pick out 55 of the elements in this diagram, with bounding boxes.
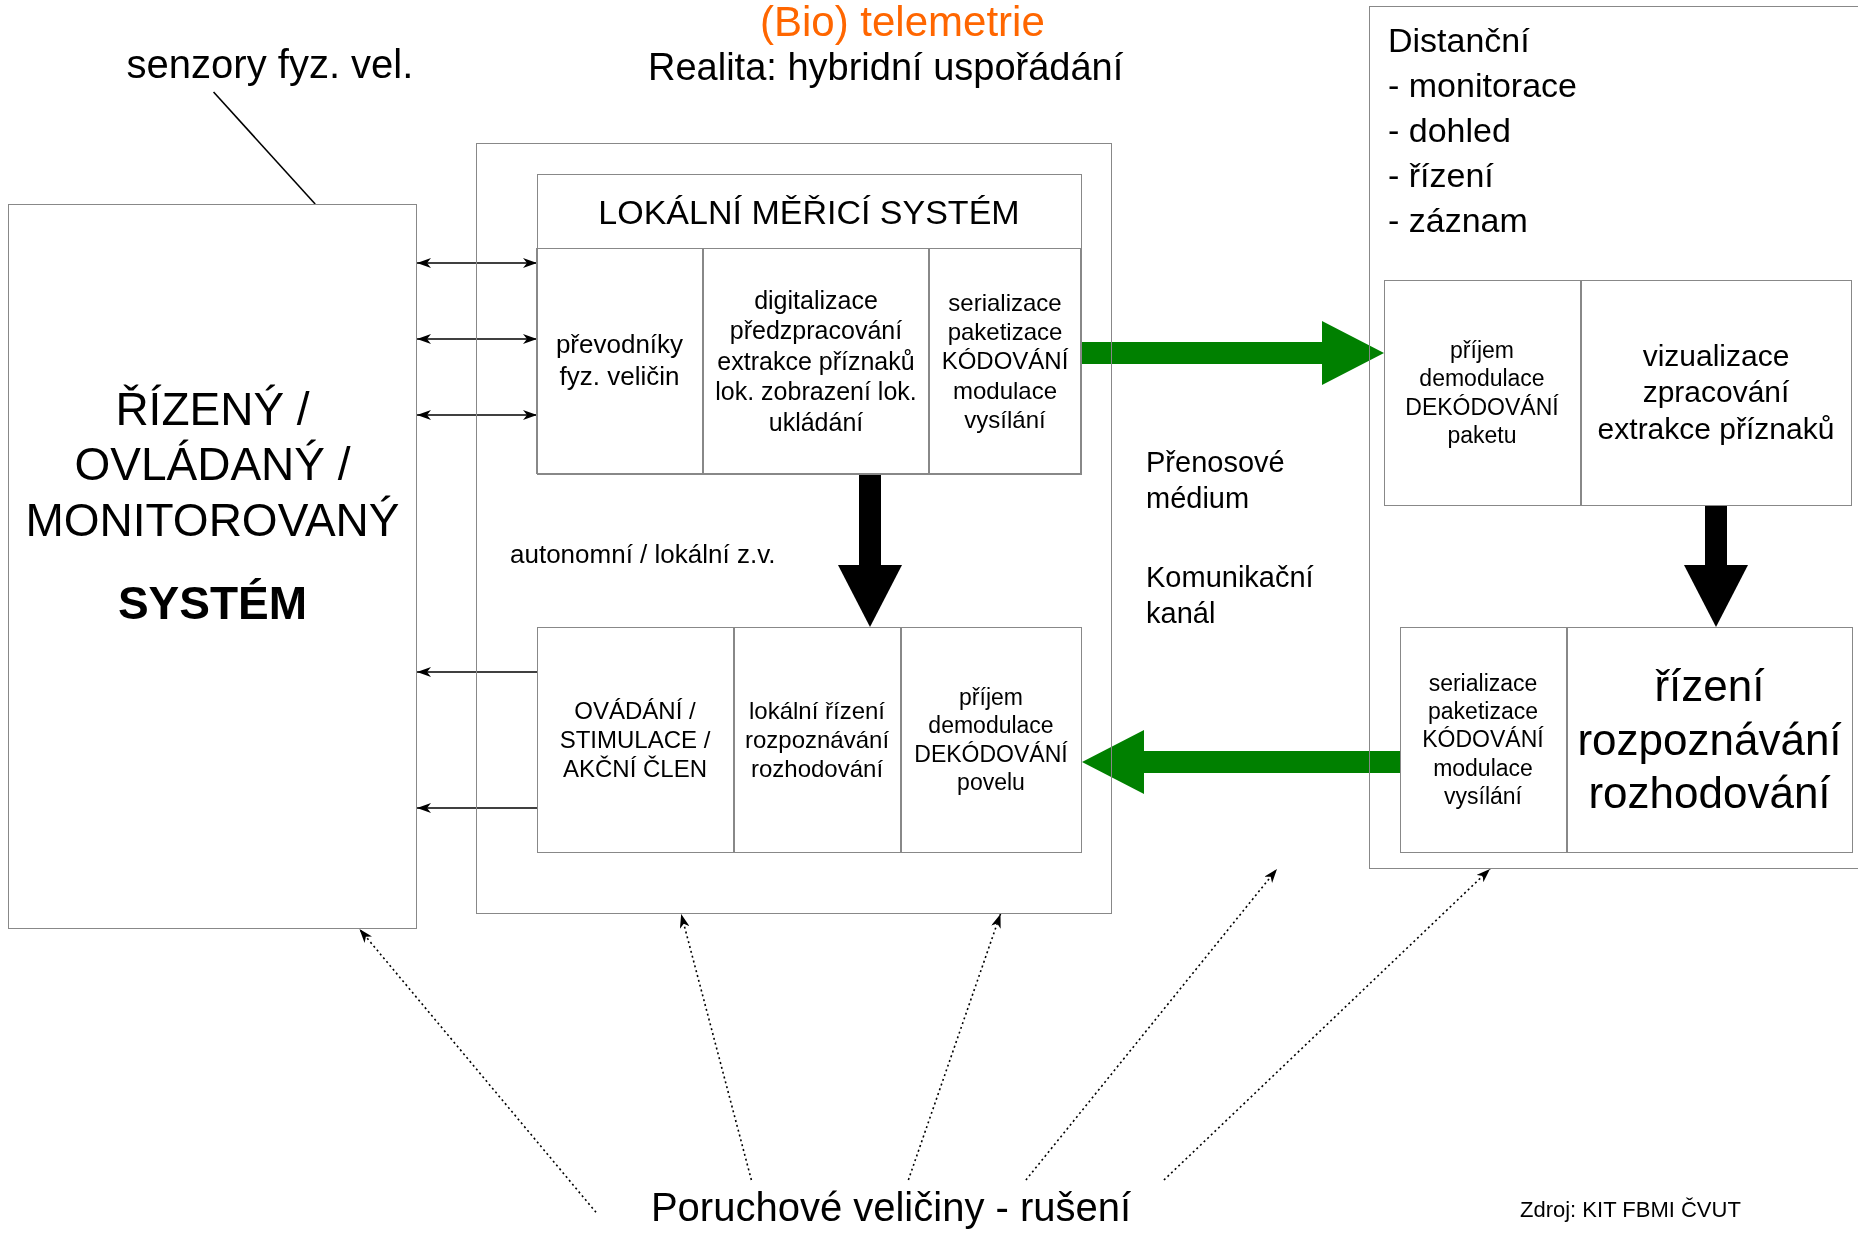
process-cell [1566,626,1853,853]
arrow [416,334,538,344]
node-text: vizualizace zpracování extrakce příznaků [1596,337,1836,447]
arrow [416,410,538,420]
label-text: Přenosové médium [1146,445,1286,517]
process-cell [1580,279,1852,506]
node-text: digitalizace předzpracování extrakce příznaků lok. zobrazení lok. ukládání [714,284,918,438]
node-text: SYSTÉM [117,575,308,631]
label-text: Realita: hybridní uspořádání [648,45,1124,90]
dotted-arrow [358,928,597,1214]
node-text: příjem demodulace DEKÓDOVÁNÍ povelu [913,683,1069,796]
process-cell [900,626,1082,853]
process-cell [536,248,703,474]
block-arrow [838,475,902,627]
dotted-arrow [679,913,753,1181]
node-text: příjem demodulace DEKÓDOVÁNÍ paketu [1404,336,1560,449]
dotted-arrow [907,913,1002,1181]
node-text: serializace paketizace KÓDOVÁNÍ modulace vysílání [940,287,1070,435]
block-arrow [1082,321,1384,385]
source-note: Zdroj: KIT FBMI ČVUT [1520,1196,1741,1224]
heading-text: LOKÁLNÍ MĚŘICÍ SYSTÉM [537,174,1081,249]
node-text: - řízení [1388,156,1494,195]
label-text: Komunikační kanál [1146,560,1315,632]
leader-line [212,91,316,205]
process-cell [733,626,901,853]
node-text: ŘÍZENÝ / OVLÁDANÝ / MONITOROVANÝ [24,382,401,548]
measurement-system-box [536,173,1082,475]
process-cell [1383,279,1581,506]
node-text: Distanční [1388,21,1530,60]
process-cell [536,626,734,853]
node-text: serializace paketizace KÓDOVÁNÍ modulace vysílání [1421,669,1545,810]
arrow [416,258,538,268]
process-cell [929,248,1081,474]
title: (Bio) telemetrie [760,0,1045,46]
node-text: - monitorace [1388,66,1577,105]
block-arrow [1082,730,1400,794]
node-text: lokální řízení rozpoznávání rozhodování [743,695,891,784]
module-frame [476,143,1112,914]
node-text: řízení rozpoznávání rozhodování [1576,660,1843,820]
process-cell [1399,626,1567,853]
process-cell [703,248,929,474]
system-box [8,204,417,929]
node-text: - dohled [1388,111,1511,150]
node-text: - záznam [1388,201,1528,240]
dotted-arrow [1025,868,1278,1181]
node-text: OVÁDÁNÍ / STIMULACE / AKČNÍ ČLEN [558,695,712,784]
block-arrow [1684,506,1748,627]
arrow [416,803,538,813]
annotation-text: Poruchové veličiny - rušení [596,1180,1186,1234]
dotted-arrow [1163,868,1491,1181]
arrow [416,667,538,677]
node-text: převodníky fyz. veličin [554,329,685,393]
remote-station-box [1369,6,1858,869]
label-text: autonomní / lokální z.v. [510,538,776,571]
annotation-text: senzory fyz. vel. [80,36,460,92]
